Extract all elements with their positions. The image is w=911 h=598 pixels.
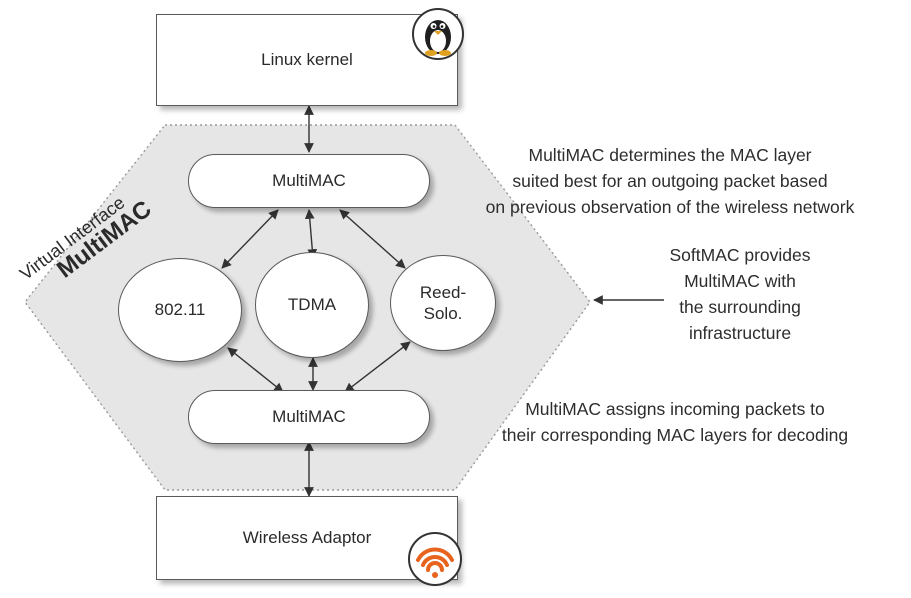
mac-80211-label: 802.11 bbox=[154, 300, 206, 320]
annotation-incoming: MultiMAC assigns incoming packets to the… bbox=[440, 396, 910, 448]
arrow-top-reed bbox=[339, 209, 406, 269]
mac-tdma-label: TDMA bbox=[287, 295, 337, 315]
annotation-incoming-line2: their corresponding MAC layers for decod… bbox=[501, 425, 849, 445]
annotation-outgoing: MultiMAC determines the MAC layer suited… bbox=[430, 142, 910, 220]
annotation-softmac-line2: MultiMAC with bbox=[684, 271, 796, 291]
wireless-adaptor-label: Wireless Adaptor bbox=[242, 528, 372, 547]
arrow-top-80211 bbox=[221, 209, 279, 269]
arrow-top-tdma bbox=[304, 209, 318, 259]
multimac-top-node: MultiMAC bbox=[188, 154, 430, 208]
multimac-bottom-node: MultiMAC bbox=[188, 390, 430, 444]
mac-80211-node: 802.11 bbox=[118, 258, 242, 362]
linux-kernel-label: Linux kernel bbox=[261, 50, 353, 69]
annotation-softmac-line4: infrastructure bbox=[688, 323, 792, 343]
annotation-outgoing-line1: MultiMAC determines the MAC layer bbox=[528, 145, 812, 165]
wireless-adaptor-box: Wireless Adaptor bbox=[156, 496, 458, 580]
multimac-top-label: MultiMAC bbox=[272, 171, 346, 190]
mac-reed-label-line1: Reed- bbox=[419, 282, 467, 302]
mac-reed-solo-node: Reed- Solo. bbox=[390, 255, 496, 351]
annotation-softmac-line3: the surrounding bbox=[679, 297, 801, 317]
annotation-softmac-line1: SoftMAC provides bbox=[669, 245, 811, 265]
annotation-outgoing-line3: on previous observation of the wireless … bbox=[485, 197, 855, 217]
annotation-incoming-line1: MultiMAC assigns incoming packets to bbox=[525, 399, 825, 419]
wifi-signal-icon bbox=[408, 532, 462, 586]
mac-tdma-node: TDMA bbox=[255, 252, 369, 358]
annotation-outgoing-line2: suited best for an outgoing packet based bbox=[512, 171, 828, 191]
linux-penguin-icon bbox=[412, 8, 464, 60]
linux-kernel-box: Linux kernel bbox=[156, 14, 458, 106]
multimac-bottom-label: MultiMAC bbox=[272, 407, 346, 426]
annotation-softmac: SoftMAC provides MultiMAC with the surro… bbox=[640, 242, 840, 346]
arrow-reed-bottom bbox=[344, 341, 411, 393]
mac-reed-label-line2: Solo. bbox=[423, 304, 463, 323]
arrow-80211-bottom bbox=[227, 347, 284, 393]
